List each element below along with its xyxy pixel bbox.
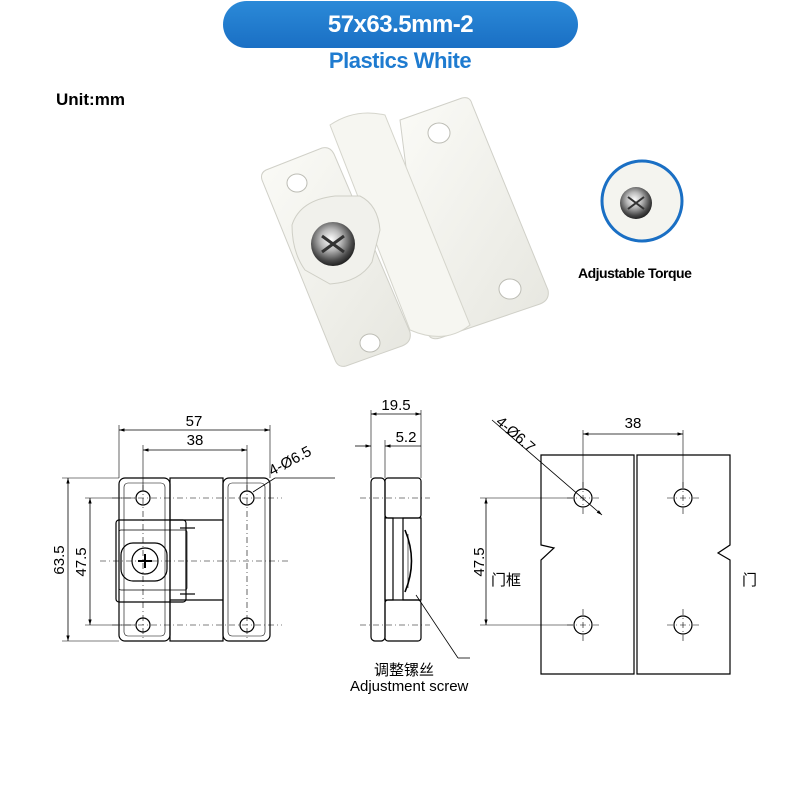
mount-dim-hole-height: 47.5 bbox=[471, 547, 488, 576]
unit-label: Unit:mm bbox=[56, 90, 125, 109]
side-view bbox=[355, 410, 470, 659]
door-label: 门 bbox=[742, 571, 757, 589]
dim-hole-height: 47.5 bbox=[73, 547, 90, 576]
mount-dim-hole-dia: 4-Ø6.7 bbox=[492, 413, 538, 456]
front-view bbox=[62, 425, 335, 642]
dim-height: 63.5 bbox=[51, 545, 68, 574]
hinge-photo bbox=[261, 97, 549, 367]
screw-label-en: Adjustment screw bbox=[350, 678, 469, 695]
product-title: 57x63.5mm-2 bbox=[327, 10, 474, 38]
torque-label: Adjustable Torque bbox=[578, 265, 692, 281]
dim-offset: 5.2 bbox=[396, 429, 417, 446]
mount-view bbox=[480, 419, 731, 675]
frame-label: 门框 bbox=[491, 571, 521, 589]
dim-width: 57 bbox=[186, 413, 203, 430]
dim-hole-spacing: 38 bbox=[187, 432, 204, 449]
mount-dim-hole-spacing: 38 bbox=[625, 415, 642, 432]
dim-hole-dia: 4-Ø6.5 bbox=[266, 443, 314, 480]
screw-label-cn: 调整镙丝 bbox=[374, 661, 434, 679]
torque-callout bbox=[600, 159, 684, 243]
dim-depth: 19.5 bbox=[381, 397, 410, 414]
title-banner: 57x63.5mm-2 bbox=[223, 1, 578, 48]
material-subtitle: Plastics White bbox=[328, 48, 472, 73]
